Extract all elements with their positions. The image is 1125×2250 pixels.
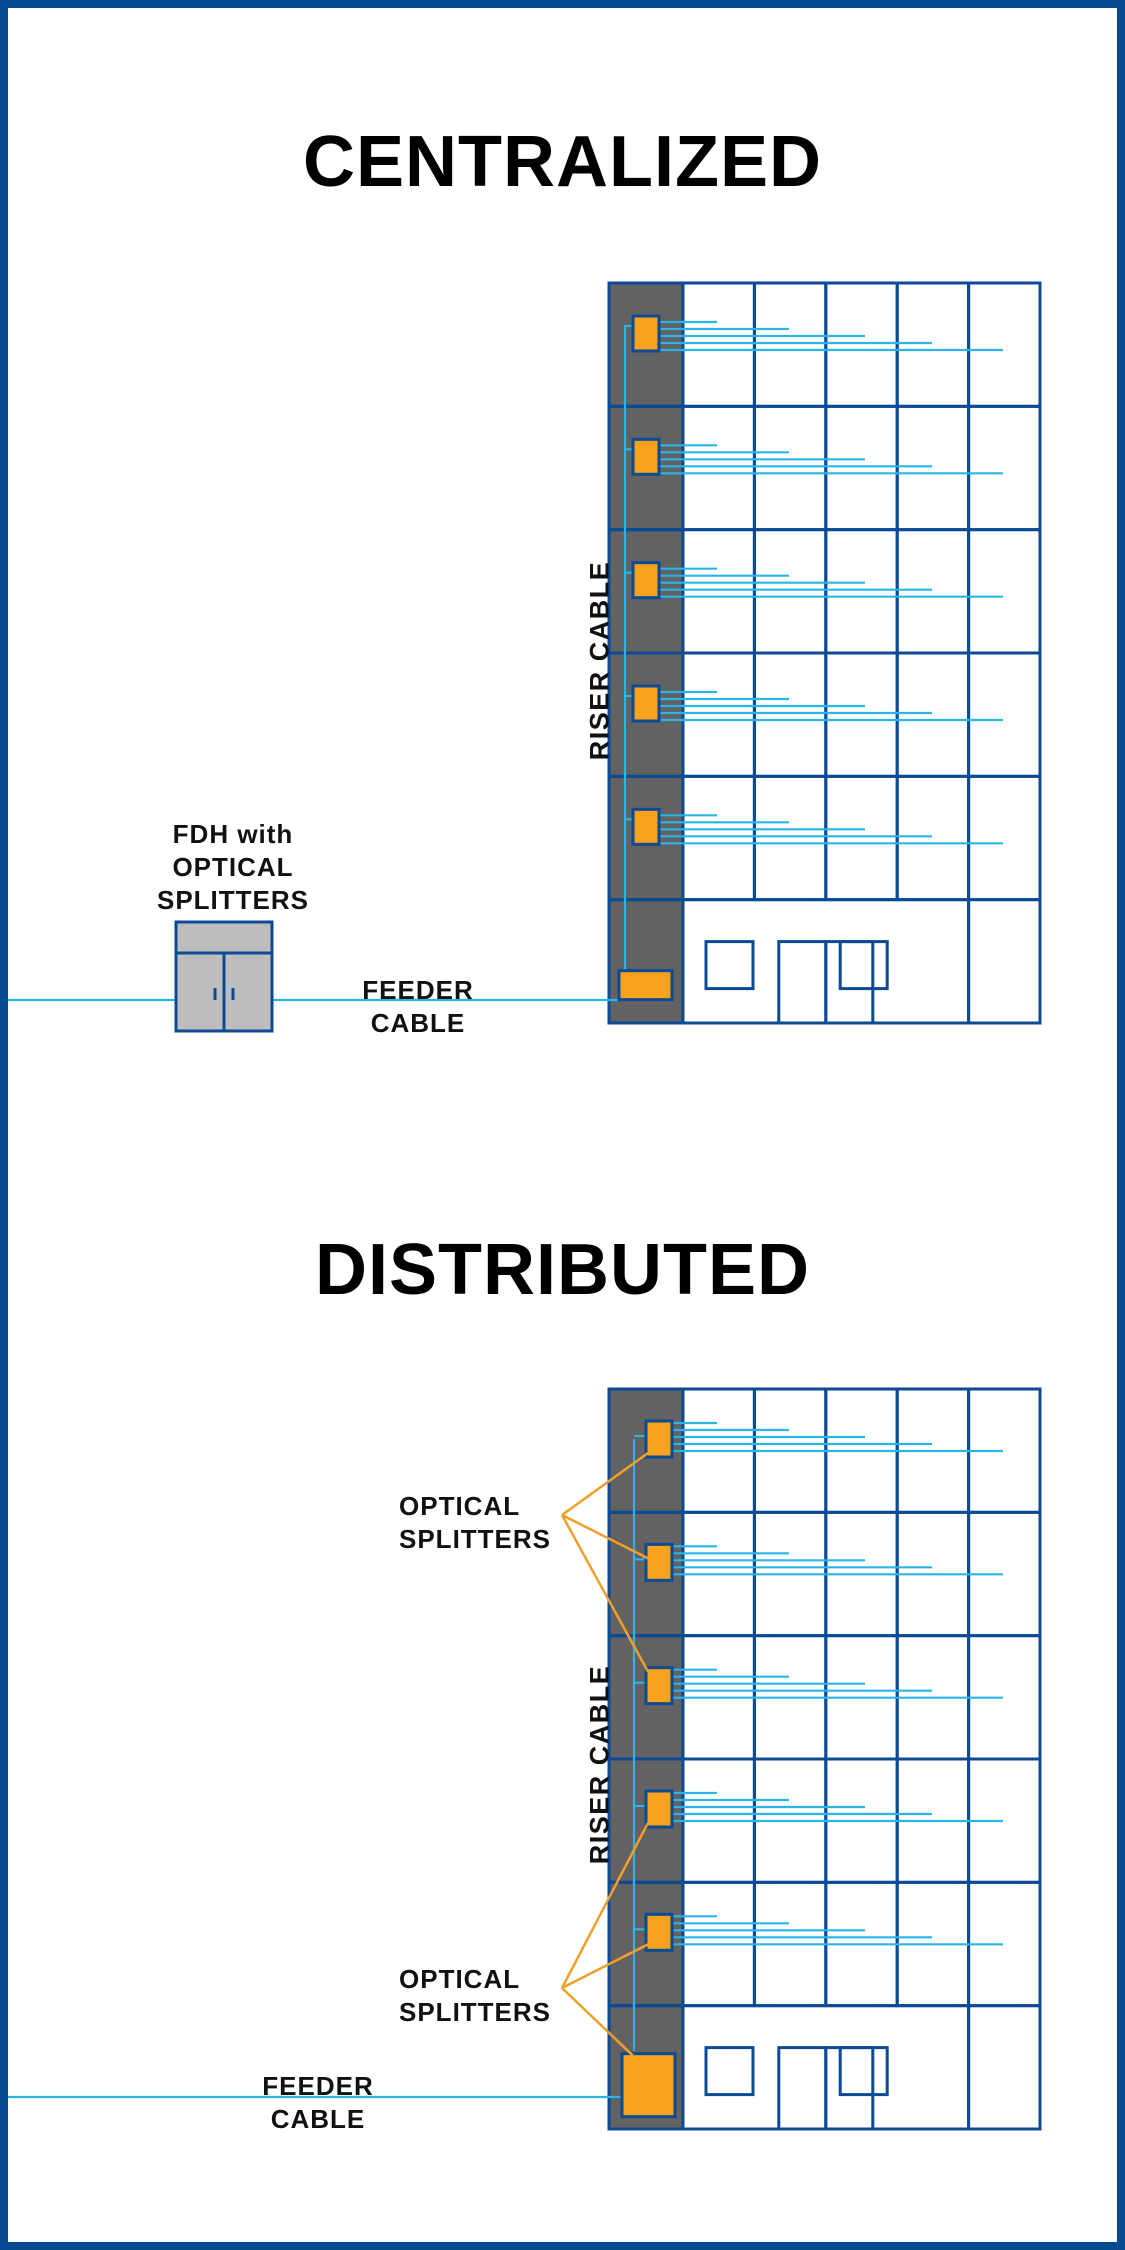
floor-optical-splitter [644, 1419, 674, 1459]
distributed-building-diagram [8, 1387, 1042, 2131]
fdh-label: FDH with OPTICAL SPLITTERS [156, 819, 309, 915]
window-icon [838, 940, 889, 991]
apartment-unit [967, 528, 1042, 655]
optical-splitters-label-upper: OPTICAL SPLITTERS [399, 1491, 552, 1554]
apartment-unit [967, 281, 1042, 408]
floor-optical-splitter [644, 1789, 674, 1829]
apartment-unit [752, 774, 828, 902]
riser-cable-label-distributed: RISER CABLE [584, 1664, 615, 1865]
floor-terminal-box [631, 561, 661, 600]
apartment-unit [752, 528, 828, 655]
apartment-unit [752, 404, 828, 532]
door-icon [824, 940, 875, 1025]
apartment-unit [895, 774, 971, 902]
apartment-unit [681, 404, 756, 532]
apartment-unit [967, 404, 1042, 532]
floor-optical-splitter [644, 1912, 674, 1952]
apartment-unit [824, 528, 899, 655]
floor-terminal-box [631, 437, 661, 476]
window-icon [704, 940, 755, 991]
apartment-unit [895, 404, 971, 532]
centralized-title: CENTRALIZED [303, 122, 822, 202]
centralized-building-diagram [8, 281, 1042, 1033]
callout-leader-line [561, 1513, 649, 1560]
door-icon [777, 2046, 828, 2131]
callout-leader-line [561, 1451, 649, 1517]
apartment-unit [967, 651, 1042, 778]
apartment-unit [895, 651, 971, 778]
distributed-title: DISTRIBUTED [315, 1230, 810, 1310]
apartment-unit [681, 774, 756, 902]
apartment-unit [681, 651, 756, 778]
apartment-unit [967, 774, 1042, 902]
apartment-unit [895, 281, 971, 408]
apartment-unit [895, 528, 971, 655]
door-icon [824, 2046, 875, 2131]
apartment-unit [824, 281, 899, 408]
apartment-unit [681, 528, 756, 655]
feeder-cable-label-distributed: FEEDER CABLE [262, 2071, 374, 2134]
apartment-unit [752, 651, 828, 778]
apartment-unit [824, 404, 899, 532]
apartment-unit [681, 281, 756, 408]
optical-splitters-label-lower: OPTICAL SPLITTERS [399, 1964, 552, 2027]
floor-terminal-box [631, 314, 661, 353]
building-entry-splitter [620, 2052, 677, 2119]
window-icon [704, 2046, 755, 2097]
floor-optical-splitter [644, 1666, 674, 1706]
callout-leader-line [561, 1987, 634, 2057]
apartment-unit [824, 651, 899, 778]
door-icon [777, 940, 828, 1025]
callout-leader-line [561, 1943, 649, 1990]
floor-optical-splitter [644, 1542, 674, 1582]
floor-terminal-box [631, 807, 661, 846]
apartment-unit [824, 774, 899, 902]
floor-terminal-box [631, 684, 661, 723]
callout-leader-line [560, 1514, 650, 1673]
ground-unit [967, 898, 1042, 1025]
callout-leader-line [560, 1822, 650, 1989]
window-icon [838, 2046, 889, 2097]
apartment-unit [752, 281, 828, 408]
feeder-cable-label-centralized: FEEDER CABLE [362, 975, 474, 1038]
ground-unit [967, 2004, 1042, 2131]
building-entry-terminal [617, 969, 674, 1002]
riser-cable-label-centralized: RISER CABLE [584, 560, 615, 761]
